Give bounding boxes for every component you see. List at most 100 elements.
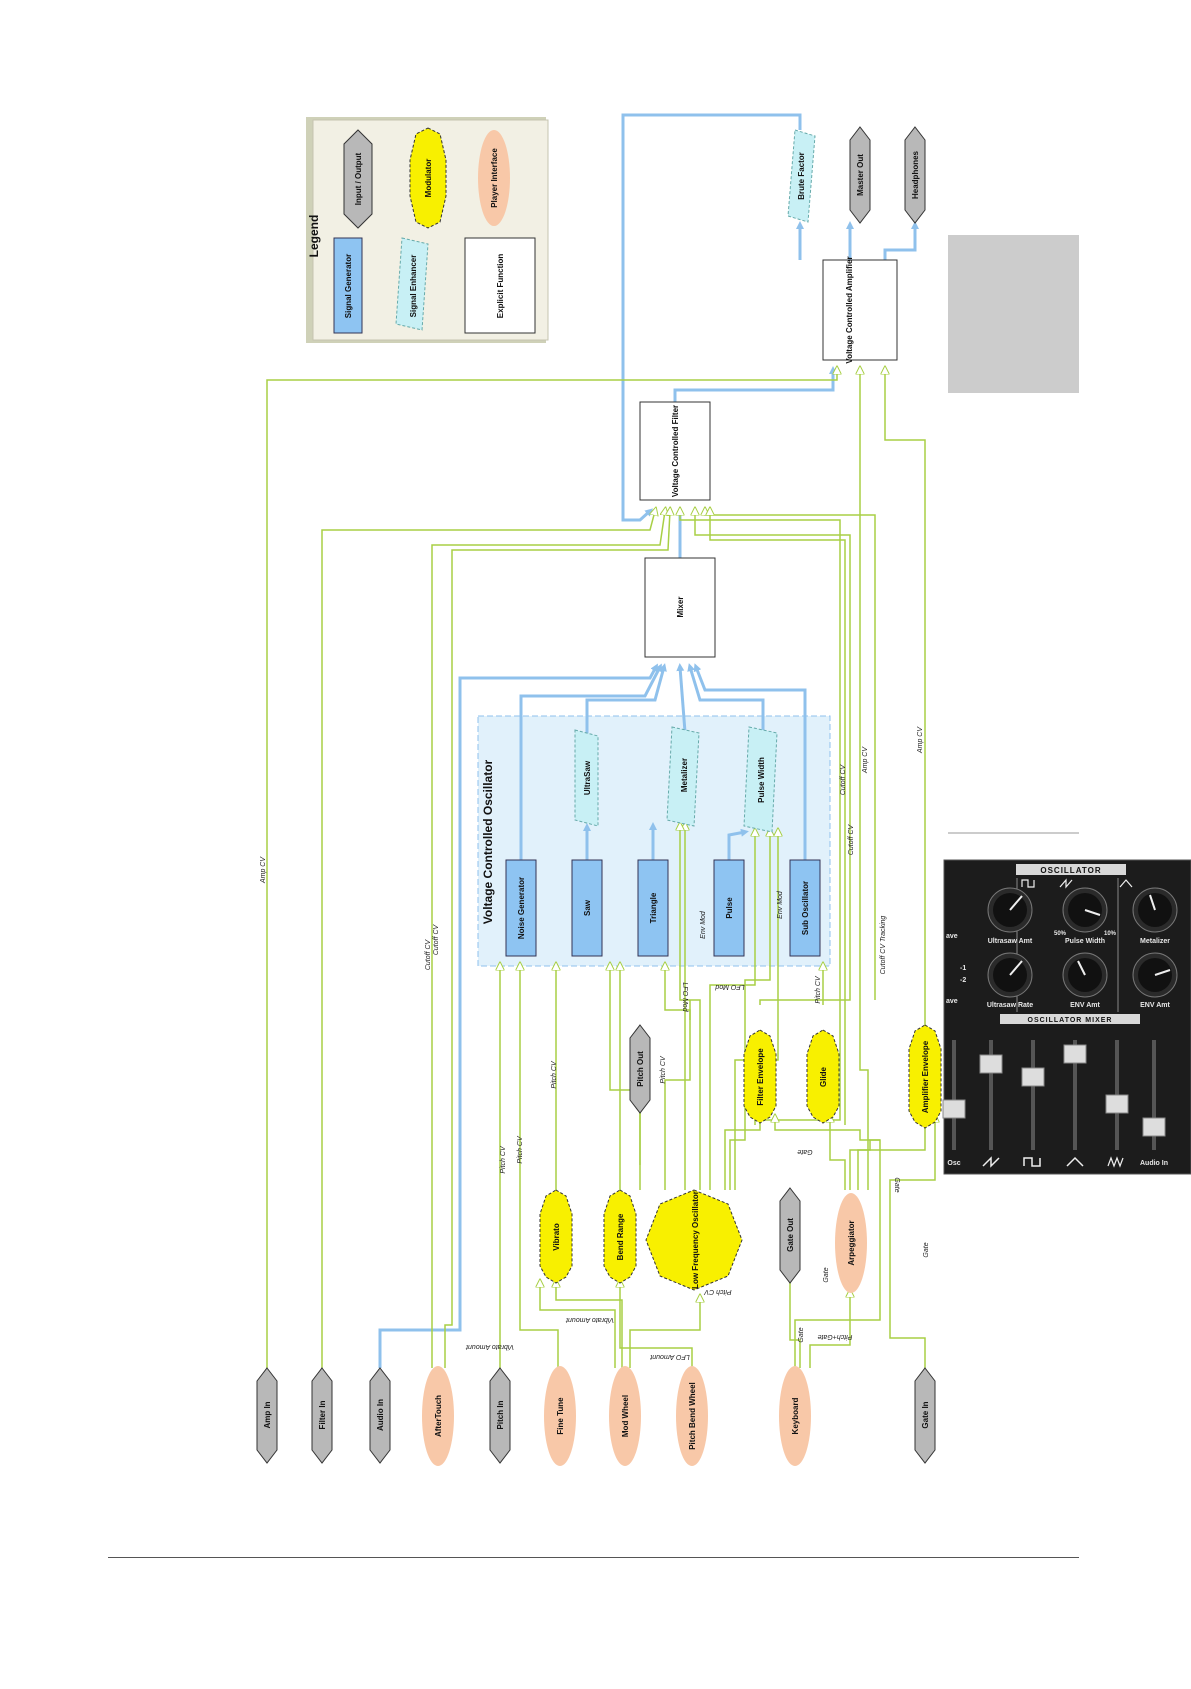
legend-signal-generator: Signal Generator <box>344 254 353 318</box>
mod-wheel-label: Mod Wheel <box>621 1395 630 1437</box>
lfo-label: Low Frequency Oscillator <box>691 1191 700 1289</box>
pitch-bend-wheel-shape <box>676 1366 708 1466</box>
pulse-width-shape <box>743 726 778 833</box>
noise-generator-box <box>505 859 537 957</box>
wire-modwheel-vibrato <box>556 1283 623 1368</box>
ultrasaw-label: UltraSaw <box>583 760 592 795</box>
wire-arp-glide <box>830 1118 846 1190</box>
ultrasaw-shape <box>574 729 599 827</box>
glide-label: Glide <box>819 1066 828 1087</box>
knob-ultrasaw-amt[interactable] <box>987 887 1033 933</box>
label-env-mod-1: Env Mod <box>700 910 707 939</box>
keyboard-label: Keyboard <box>791 1397 800 1434</box>
wire-aftertouch-cutoff-2 <box>444 511 670 1368</box>
osc-saw-icon <box>1059 878 1073 889</box>
wire-audioin-to-mixer <box>378 663 658 1368</box>
label-amp-cv-left: Amp CV <box>260 856 267 884</box>
wire-ultrasaw-to-mixer <box>585 663 667 760</box>
legend-input-output: Input / Output <box>354 152 363 205</box>
amp-in-shape <box>256 1367 278 1464</box>
saw-box <box>571 859 603 957</box>
knob-env-amt-pw[interactable] <box>1062 952 1108 998</box>
synth-panel: OSCILLATOR Ultrasaw Amt Pulse Width 50% … <box>942 859 1191 1175</box>
brute-factor-label: Brute Factor <box>797 152 806 200</box>
knob-label-ultrasaw-rate: Ultrasaw Rate <box>987 1002 1033 1009</box>
osc-value-minus2: -2 <box>960 977 966 984</box>
wire-finetune-pitch <box>520 966 559 1368</box>
mixer-sliders <box>942 1040 1166 1150</box>
bend-range-label: Bend Range <box>616 1213 625 1260</box>
label-pitch-cv-5: Pitch CV <box>815 975 822 1004</box>
glide-shape <box>806 1029 840 1124</box>
label-gate-1: Gate <box>797 1148 812 1155</box>
label-lfo-amount: LFO Amount <box>649 1353 689 1360</box>
knob-env-amt-metalizer[interactable] <box>1132 952 1178 998</box>
panel-border <box>943 859 1191 1175</box>
label-gate-2: Gate <box>823 1267 830 1282</box>
processing-modules: Voltage Controlled Amplifier Voltage Con… <box>639 256 898 658</box>
wire-gatein <box>889 1118 935 1368</box>
label-vibrato-amount-1: Vibrato Amount <box>465 1343 514 1350</box>
headphones-label: Headphones <box>911 150 920 199</box>
wire-modwheel-lfo-amount <box>629 1298 700 1368</box>
label-pitch-cv-lfo: Pitch CV <box>703 1288 732 1295</box>
mod-wheel-shape <box>609 1366 641 1466</box>
wire-cutoff-cv-right <box>710 511 846 1125</box>
knob-label-pulse-width: Pulse Width <box>1065 938 1105 945</box>
legend-explicit-function: Explicit Function <box>496 254 505 319</box>
label-pitch-cv-2: Pitch CV <box>517 1135 524 1164</box>
slider-label-osc: Osc <box>947 1160 960 1167</box>
slider-cap-noise[interactable] <box>1105 1094 1129 1114</box>
saw-label: Saw <box>583 899 592 916</box>
triangle-wave-icon <box>1066 1156 1084 1167</box>
label-cutoff-cv-3: Cutoff CV <box>840 764 847 796</box>
headphones-shape <box>904 126 926 224</box>
oscillator-header-bar <box>1016 864 1126 875</box>
gate-in-shape <box>914 1367 936 1464</box>
wire-pitchbend-bendrange <box>620 1283 693 1368</box>
aftertouch-label: AfterTouch <box>434 1395 443 1437</box>
knob-pulse-width[interactable] <box>1062 887 1108 933</box>
legend-player-interface-swatch <box>478 130 510 226</box>
metalizer-shape <box>666 726 700 827</box>
pulse-width-label: Pulse Width <box>757 757 766 803</box>
keyboard-shape <box>779 1366 811 1466</box>
oscillator-title: OSCILLATOR <box>1040 866 1101 875</box>
filter-in-shape <box>311 1367 333 1464</box>
wire-metalizer-to-mixer <box>676 663 687 733</box>
slider-cap-triangle[interactable] <box>1063 1044 1087 1064</box>
inputs: Amp In Filter In Audio In AfterTouch Pit… <box>256 1366 936 1466</box>
label-pitch-cv-3: Pitch CV <box>551 1060 558 1089</box>
wire-brutefactor-feedback <box>621 113 802 522</box>
vibrato-label: Vibrato <box>552 1223 561 1251</box>
slider-cap-audioin[interactable] <box>1142 1117 1166 1137</box>
wire-arp-pitch-gate <box>849 1139 880 1190</box>
label-amp-cv-mid: Amp CV <box>862 746 869 774</box>
slider-track-triangle <box>1073 1040 1077 1150</box>
wire-arp-amp-cv <box>860 370 869 1190</box>
knob-ultrasaw-rate[interactable] <box>987 952 1033 998</box>
pitch-out-label: Pitch Out <box>636 1051 645 1087</box>
mixer-title: OSCILLATOR MIXER <box>1028 1017 1113 1024</box>
slider-cap-square[interactable] <box>1021 1067 1045 1087</box>
label-gate-5: Gate <box>923 1242 930 1257</box>
knob-label-env-amt-2: ENV Amt <box>1140 1002 1170 1009</box>
slider-cap-saw[interactable] <box>979 1054 1003 1074</box>
wire-ampenv-vca <box>885 370 926 1030</box>
pitch-bend-wheel-label: Pitch Bend Wheel <box>688 1382 697 1450</box>
wire-cutoff-tracking <box>705 511 876 1000</box>
wire-aftertouch-cutoff <box>431 511 665 1368</box>
noise-wave-icon <box>1107 1156 1124 1168</box>
mixer-header-bar <box>1000 1014 1140 1024</box>
footer-rule <box>108 1557 1079 1558</box>
gate-in-label: Gate In <box>921 1401 930 1428</box>
square-wave-icon <box>1023 1157 1041 1167</box>
label-pitch-cv-4: Pitch CV <box>660 1055 667 1084</box>
slider-cap-osc[interactable] <box>942 1099 966 1119</box>
wire-keyboard-arpeggiator <box>809 1293 850 1368</box>
legend-explicit-function-swatch <box>464 237 536 334</box>
filter-in-label: Filter In <box>318 1400 327 1429</box>
wire-vcf-to-vca <box>673 366 837 402</box>
knob-metalizer[interactable] <box>1132 887 1178 933</box>
